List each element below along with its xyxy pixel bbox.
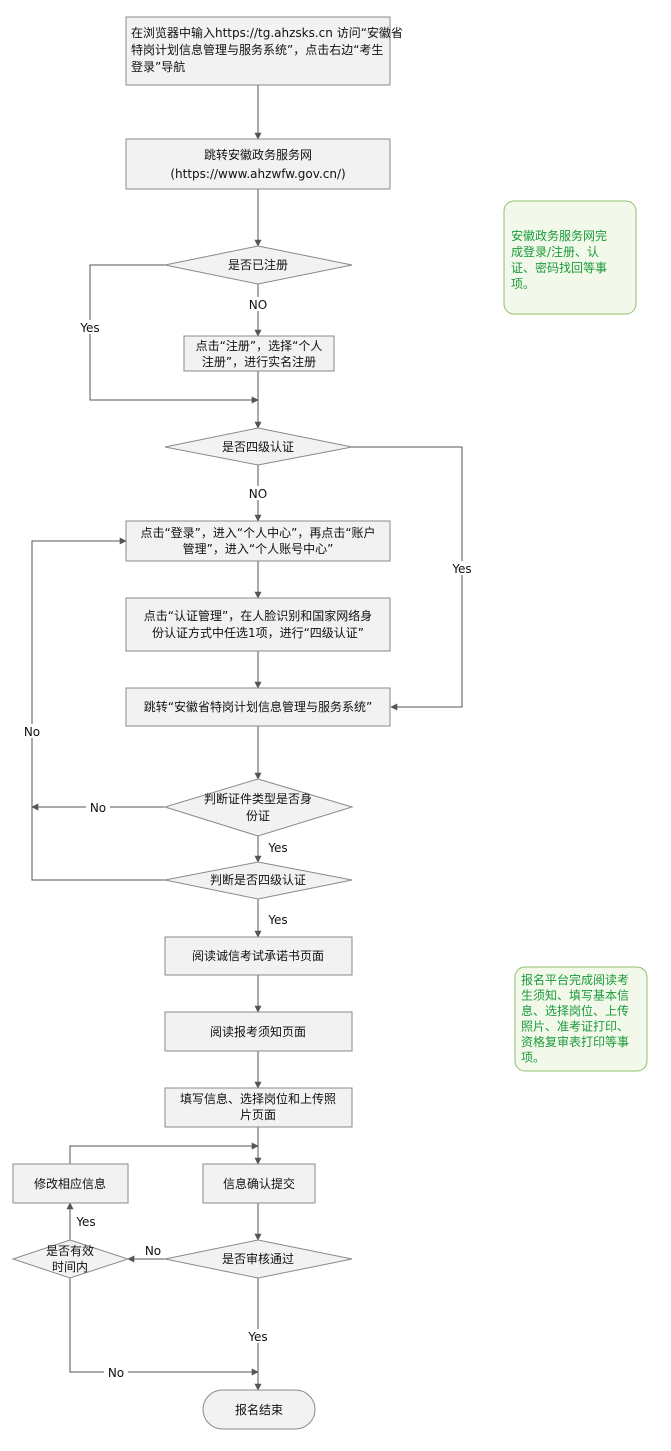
text-line: 管理”，进入“个人账号中心” <box>183 541 334 556</box>
node-step-redirect-system: 跳转“安徽省特岗计划信息管理与服务系统” <box>125 687 391 727</box>
node-decision-valid-time: 是否有效时间内 <box>11 1239 130 1279</box>
note-gov: 安徽政务服务网完成登录/注册、认证、密码找回等事项。 <box>503 200 637 315</box>
node-decision-registered-text: 是否已注册 <box>228 257 288 272</box>
text-line: 填写信息、选择岗位和上传照 <box>180 1091 336 1106</box>
node-step-modify: 修改相应信息 <box>12 1163 129 1204</box>
node-step-redirect-system-text: 跳转“安徽省特岗计划信息管理与服务系统” <box>144 699 372 714</box>
node-step-read-integrity: 阅读诚信考试承诺书页面 <box>164 936 353 976</box>
node-decision-registered: 是否已注册 <box>164 245 353 285</box>
node-decision-judge-level4: 判断是否四级认证 <box>164 861 353 900</box>
node-decision-level4: 是否四级认证 <box>164 427 353 466</box>
node-step-redirect-gov-text: 跳转安徽政务服务网 (https://www.ahzwfw.gov.cn/) <box>170 147 345 181</box>
text-line: 判断证件类型是否身 <box>204 791 312 806</box>
text-line: 资格复审表打印等事 <box>521 1034 629 1049</box>
text-line: 是否已注册 <box>228 257 288 272</box>
text-line: 点击“认证管理”，在人脸识别和国家网络身 <box>144 608 372 623</box>
node-step-register: 点击“注册”，选择“个人注册”，进行实名注册 <box>183 335 335 372</box>
node-decision-review-text: 是否审核通过 <box>222 1251 294 1266</box>
text-line: 成登录/注册、认 <box>511 244 599 259</box>
node-step-fill-info-text: 填写信息、选择岗位和上传照片页面 <box>180 1091 336 1122</box>
node-decision-valid-time-text: 是否有效时间内 <box>46 1243 94 1274</box>
text-line: 生须知、填写基本信 <box>521 989 629 1003</box>
edge-label-yes-4: Yes <box>267 913 287 927</box>
node-end: 报名结束 <box>202 1389 316 1430</box>
text-line: 点击“注册”，选择“个人 <box>196 338 323 353</box>
edge-label-yes-2: Yes <box>451 562 471 576</box>
node-step-redirect-gov: 跳转安徽政务服务网 (https://www.ahzwfw.gov.cn/) <box>125 138 391 190</box>
text-line: 时间内 <box>52 1260 88 1274</box>
connectors <box>31 85 463 1391</box>
text-line: 片页面 <box>240 1108 276 1122</box>
note-platform: 报名平台完成阅读考生须知、填写基本信息、选择岗位、上传照片、准考证打印、资格复审… <box>514 966 648 1072</box>
text-line: 点击“登录”，进入“个人中心”，再点击“账户 <box>140 525 375 540</box>
node-step-modify-text: 修改相应信息 <box>34 1176 106 1191</box>
edge-label-no-4: No <box>90 801 106 815</box>
edge-label-yes-3: Yes <box>267 841 287 855</box>
text-line: 登录”导航 <box>131 59 185 74</box>
text-line: 阅读诚信考试承诺书页面 <box>192 948 324 963</box>
edge-judge-no-loop <box>31 537 165 881</box>
text-line: 特岗计划信息管理与服务系统”，点击右边“考生 <box>131 42 383 57</box>
text-line: 项。 <box>511 277 535 291</box>
edge-label-no-5: No <box>145 1244 161 1258</box>
text-line: 证、密码找回等事 <box>511 260 607 275</box>
edge-valid-no <box>69 1278 259 1376</box>
edge-label-no-1: NO <box>249 298 267 312</box>
node-step-read-notice-text: 阅读报考须知页面 <box>210 1024 306 1039</box>
text-line: (https://www.ahzwfw.gov.cn/) <box>170 167 345 181</box>
text-line: 注册”，进行实名注册 <box>202 354 316 369</box>
text-line: 息、选择岗位、上传 <box>521 1003 629 1018</box>
text-line: 跳转安徽政务服务网 <box>204 147 312 162</box>
text-line: 是否四级认证 <box>222 440 294 454</box>
text-line: 份认证方式中任选1项，进行“四级认证” <box>152 625 364 640</box>
edge-label-no-3: No <box>24 725 40 739</box>
text-line: 项。 <box>521 1051 545 1065</box>
edge-label-yes-6: Yes <box>247 1330 267 1344</box>
node-decision-level4-text: 是否四级认证 <box>222 440 294 454</box>
edge-label-no-6: No <box>108 1366 124 1380</box>
text-line: 修改相应信息 <box>34 1176 106 1191</box>
text-line: 报名平台完成阅读考 <box>521 972 629 987</box>
node-end-text: 报名结束 <box>235 1402 283 1417</box>
edge-label-yes-5: Yes <box>75 1215 95 1229</box>
text-line: 在浏览器中输入https://tg.ahzsks.cn 访问“安徽省 <box>131 25 403 40</box>
text-line: 判断是否四级认证 <box>210 872 306 887</box>
node-decision-id-type: 判断证件类型是否身份证 <box>163 778 354 837</box>
node-step-login-center: 点击“登录”，进入“个人中心”，再点击“账户管理”，进入“个人账号中心” <box>125 520 391 562</box>
text-line: 跳转“安徽省特岗计划信息管理与服务系统” <box>144 699 372 714</box>
node-step-read-integrity-text: 阅读诚信考试承诺书页面 <box>192 948 324 963</box>
text-line: 安徽政务服务网完 <box>511 228 607 243</box>
edge-label-yes-1: Yes <box>79 321 99 335</box>
node-step-read-notice: 阅读报考须知页面 <box>164 1011 353 1052</box>
node-step-register-text: 点击“注册”，选择“个人注册”，进行实名注册 <box>196 338 323 369</box>
node-step-access: 在浏览器中输入https://tg.ahzsks.cn 访问“安徽省特岗计划信息… <box>125 16 403 86</box>
note-gov-text: 安徽政务服务网完成登录/注册、认证、密码找回等事项。 <box>511 228 607 291</box>
node-step-cert-manage-text: 点击“认证管理”，在人脸识别和国家网络身份认证方式中任选1项，进行“四级认证” <box>144 608 372 640</box>
node-step-access-text: 在浏览器中输入https://tg.ahzsks.cn 访问“安徽省特岗计划信息… <box>131 25 403 74</box>
node-step-confirm-submit-text: 信息确认提交 <box>223 1176 295 1191</box>
node-decision-judge-level4-text: 判断是否四级认证 <box>210 872 306 887</box>
edge-registered-yes <box>89 264 259 404</box>
node-step-fill-info: 填写信息、选择岗位和上传照片页面 <box>164 1087 353 1128</box>
edge-label-no-2: NO <box>249 487 267 501</box>
node-step-login-center-text: 点击“登录”，进入“个人中心”，再点击“账户管理”，进入“个人账号中心” <box>140 525 375 556</box>
edge-level4-yes <box>352 446 463 711</box>
edge-labels: NO Yes NO Yes No No Yes Yes No Yes Yes N… <box>20 297 476 1380</box>
node-step-confirm-submit: 信息确认提交 <box>202 1163 316 1204</box>
text-line: 阅读报考须知页面 <box>210 1024 306 1039</box>
node-step-cert-manage: 点击“认证管理”，在人脸识别和国家网络身份认证方式中任选1项，进行“四级认证” <box>125 597 391 652</box>
text-line: 是否审核通过 <box>222 1251 294 1266</box>
edge-modify-to-confirm <box>69 1142 259 1164</box>
text-line: 份证 <box>246 809 270 823</box>
text-line: 是否有效 <box>46 1243 94 1258</box>
text-line: 信息确认提交 <box>223 1176 295 1191</box>
node-decision-review: 是否审核通过 <box>164 1239 353 1279</box>
node-decision-id-type-text: 判断证件类型是否身份证 <box>204 791 312 823</box>
text-line: 照片、准考证打印、 <box>521 1020 629 1034</box>
note-platform-text: 报名平台完成阅读考生须知、填写基本信息、选择岗位、上传照片、准考证打印、资格复审… <box>521 972 629 1065</box>
text-line: 报名结束 <box>235 1402 283 1417</box>
